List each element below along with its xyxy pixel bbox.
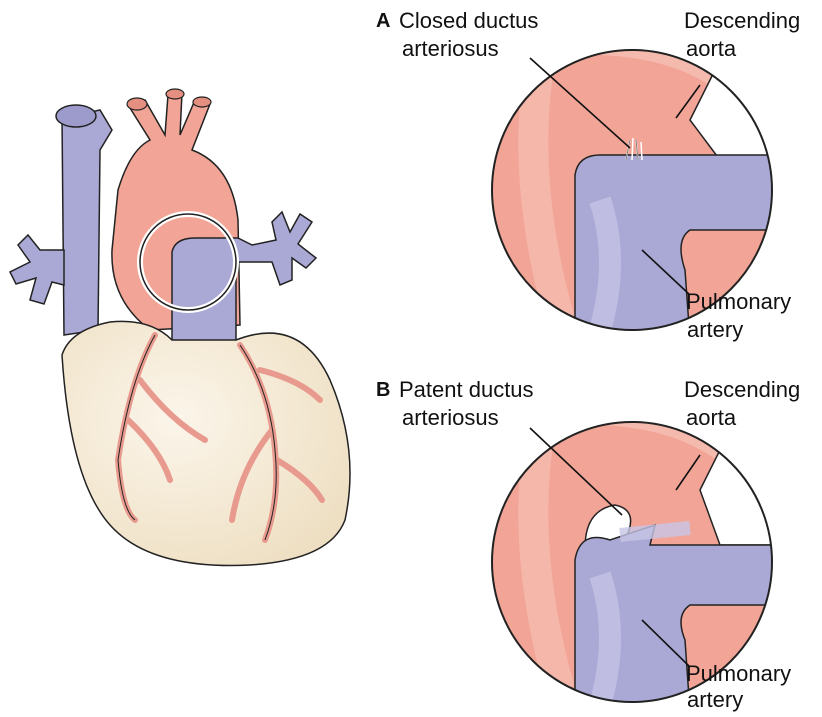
aorta-label-a-line1: Descending <box>684 9 800 33</box>
pulmonary-label-a-line2: artery <box>687 318 743 342</box>
closed-ductus-label-line2: arteriosus <box>402 37 499 61</box>
heart-illustration <box>10 89 350 566</box>
vena-cava-opening <box>56 105 96 127</box>
pulmonary-label-a-line1: Pulmonary <box>686 290 791 314</box>
panel-letter-a: A <box>376 9 390 33</box>
superior-vena-cava <box>62 110 112 335</box>
patent-ductus-label-line1: Patent ductus <box>399 378 534 402</box>
pulmonary-label-b-line1: Pulmonary <box>686 662 791 686</box>
aorta-label-a-line2: aorta <box>686 37 736 61</box>
left-pulmonary-branches <box>10 235 64 304</box>
closed-ductus-label-line1: Closed ductus <box>399 9 538 33</box>
pulmonary-label-b-line2: artery <box>687 688 743 712</box>
patent-ductus-label-line2: arteriosus <box>402 406 499 430</box>
heart-body <box>62 321 350 565</box>
aorta-label-b-line2: aorta <box>686 406 736 430</box>
aorta-label-b-line1: Descending <box>684 378 800 402</box>
panel-letter-b: B <box>376 378 390 402</box>
